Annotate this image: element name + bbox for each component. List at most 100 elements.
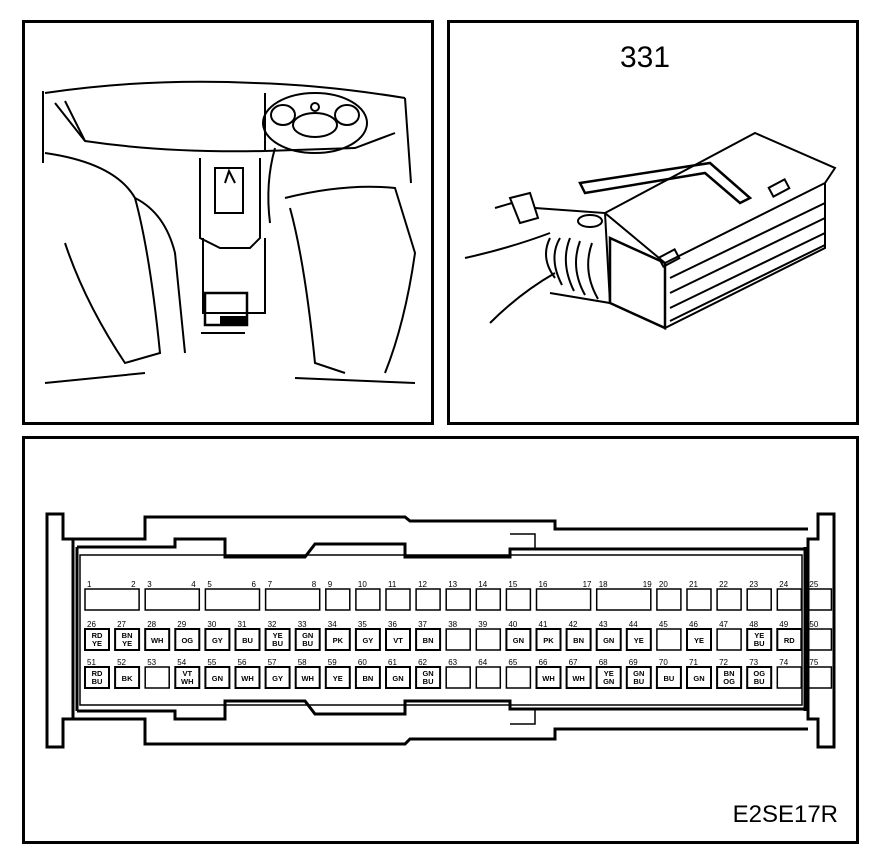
pin-number: 23 <box>749 580 758 589</box>
pin-number: 19 <box>643 580 652 589</box>
wire-color-label: YE <box>754 631 764 640</box>
pin-46-box <box>686 628 712 651</box>
pin-39-box <box>475 628 502 651</box>
wire-color-label: BU <box>302 639 313 648</box>
pin-44-box <box>625 628 652 651</box>
pin-58-box <box>294 666 321 689</box>
pin-61-box <box>385 666 411 689</box>
pin-number: 9 <box>328 580 333 589</box>
pin-59-box <box>324 666 351 689</box>
wire-color-label: GN <box>633 669 644 678</box>
wire-color-label: WH <box>151 636 164 645</box>
pin-number: 67 <box>569 658 578 667</box>
pin-number: 53 <box>147 658 156 667</box>
pin-36-box <box>385 628 411 651</box>
wire-color-label: YE <box>634 636 644 645</box>
pin-65-box <box>505 666 532 689</box>
interior-illustration <box>42 80 417 384</box>
wire-color-label: YE <box>604 669 614 678</box>
wire-color-label: BU <box>754 639 765 648</box>
pin-number: 18 <box>599 580 608 589</box>
pin-49-box <box>776 628 803 651</box>
pin-30-box <box>204 628 231 651</box>
wire-color-label: RD <box>784 636 795 645</box>
pin-63-box <box>445 666 471 689</box>
wire-color-label: BU <box>92 677 103 686</box>
wire-color-label: GY <box>272 674 283 683</box>
pin-22-box <box>716 588 742 611</box>
pin-number: 61 <box>388 658 397 667</box>
pin-number: 16 <box>539 580 548 589</box>
pin-number: 66 <box>539 658 548 667</box>
pin-number: 32 <box>268 620 277 629</box>
wire-color-label: GN <box>422 669 433 678</box>
pin-number: 12 <box>418 580 427 589</box>
pin-number: 64 <box>478 658 487 667</box>
connector-panel: 331 <box>447 20 859 425</box>
pin-10-box <box>355 588 381 611</box>
pin-67-box <box>565 666 592 689</box>
pin-number: 73 <box>749 658 758 667</box>
pin-number: 65 <box>508 658 517 667</box>
pin-31-box <box>234 628 261 651</box>
pin-64-box <box>475 666 502 689</box>
wire-color-label: WH <box>241 674 254 683</box>
pin-number: 34 <box>328 620 337 629</box>
wire-color-label: YE <box>122 639 132 648</box>
pin-number: 40 <box>508 620 517 629</box>
pin-21-box <box>686 588 712 611</box>
pin-number: 47 <box>719 620 728 629</box>
pin-23-box <box>746 588 772 611</box>
pin-number: 46 <box>689 620 698 629</box>
pin-number: 74 <box>779 658 788 667</box>
pin-24-box <box>776 588 803 611</box>
wire-color-label: VT <box>183 669 193 678</box>
wire-color-label: BN <box>423 636 434 645</box>
pin-number: 62 <box>418 658 427 667</box>
pin-number: 70 <box>659 658 668 667</box>
wire-color-label: BU <box>423 677 434 686</box>
pin-48-box <box>746 628 773 651</box>
pin-number: 31 <box>238 620 247 629</box>
pin-38-box <box>445 628 471 651</box>
wire-color-label: BU <box>754 677 765 686</box>
wire-color-label: WH <box>181 677 194 686</box>
pin-26-box <box>84 628 110 651</box>
pin-number: 52 <box>117 658 126 667</box>
pin-41-box <box>535 628 562 651</box>
wire-color-label: GN <box>212 674 223 683</box>
pin-66-box <box>535 666 562 689</box>
pin-72-box <box>716 666 743 689</box>
pin-14-box <box>475 588 502 611</box>
pin-32-box <box>264 628 291 651</box>
wire-color-label: OG <box>723 677 735 686</box>
wire-color-label: BN <box>724 669 735 678</box>
pin-number: 42 <box>569 620 578 629</box>
pin-number: 72 <box>719 658 728 667</box>
pin-number: 21 <box>689 580 698 589</box>
pin-number: 68 <box>599 658 608 667</box>
pin-28-box <box>144 628 171 651</box>
pin-27-box <box>114 628 141 651</box>
pin-number: 37 <box>418 620 427 629</box>
pin-70-box <box>655 666 682 689</box>
wire-color-label: BN <box>573 636 584 645</box>
pin-53-box <box>144 666 170 689</box>
pin-number: 48 <box>749 620 758 629</box>
connector-illustration <box>464 131 837 330</box>
pin-11-box <box>385 588 411 611</box>
pin-number: 8 <box>312 580 317 589</box>
pin-60-box <box>354 666 381 689</box>
pin-71-box <box>686 666 712 689</box>
pin-40-box <box>505 628 532 651</box>
pin-37-box <box>415 628 442 651</box>
pin-number: 17 <box>583 580 592 589</box>
pin-number: 15 <box>508 580 517 589</box>
pin-25-box <box>806 588 833 611</box>
wire-color-label: YE <box>333 674 343 683</box>
pin-29-box <box>174 628 201 651</box>
pin-number: 3 <box>147 580 152 589</box>
pin-number: 45 <box>659 620 668 629</box>
